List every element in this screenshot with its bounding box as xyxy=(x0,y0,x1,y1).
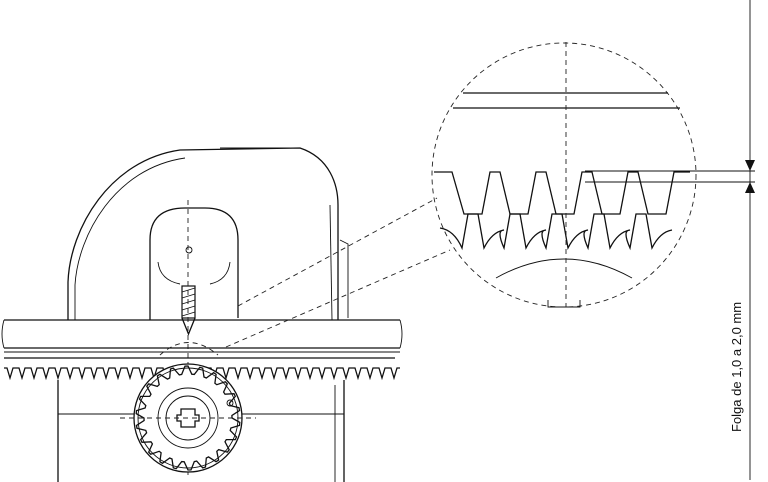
magnified-detail xyxy=(225,42,697,348)
clearance-label: Folga de 1,0 a 2,0 mm xyxy=(729,302,744,432)
clearance-dimension: Folga de 1,0 a 2,0 mm xyxy=(585,0,755,480)
pinion-gear xyxy=(120,342,256,473)
base-plate xyxy=(1,319,403,353)
motor-housing xyxy=(67,147,349,475)
